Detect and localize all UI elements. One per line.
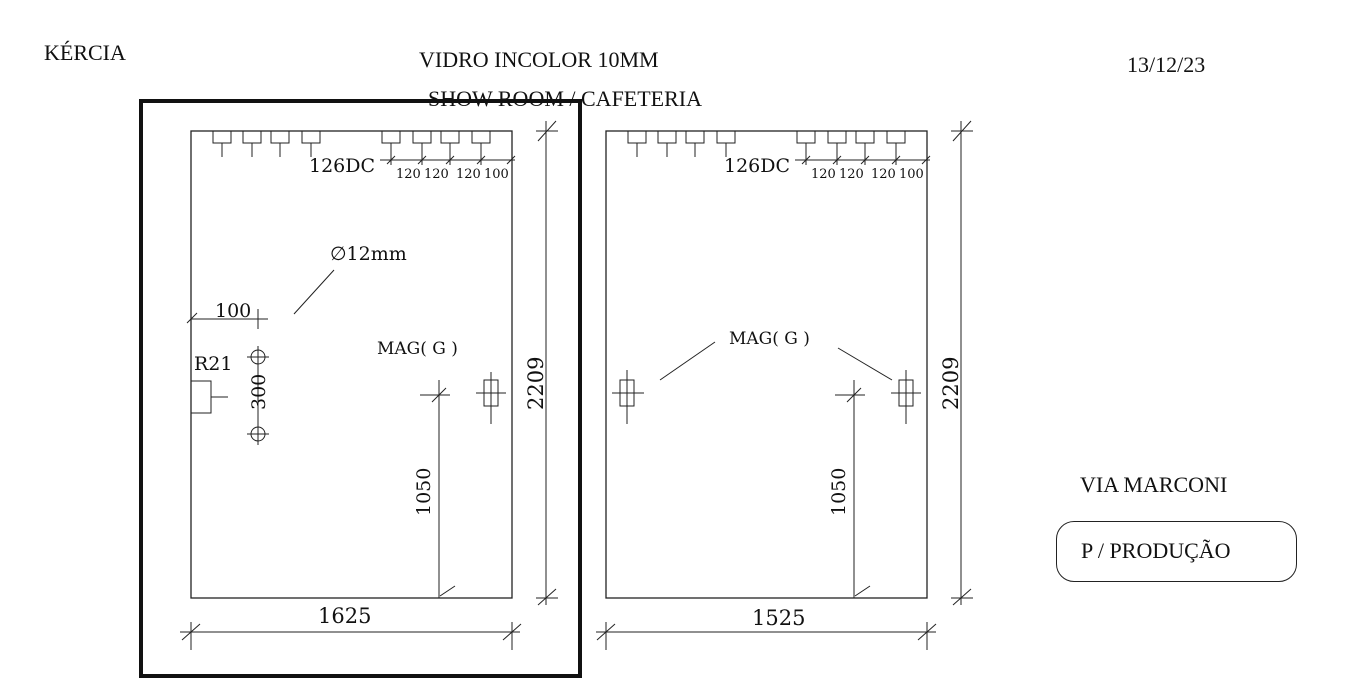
client-name: KÉRCIA [44,40,126,65]
spacing-ticks-right [801,155,931,165]
hole-label: ∅12mm [330,243,407,265]
highlight-frame [139,99,582,678]
hole-leader-line [293,269,335,315]
lock-label: R21 [194,353,232,375]
glass-spec: VIDRO INCOLOR 10MM [419,47,659,72]
street-label: VIA MARCONI [1080,472,1228,497]
spacing-label-right-2: 120 [839,167,864,182]
drawing-date: 13/12/23 [1127,52,1206,77]
height-label-right: 1050 [828,468,850,516]
spacing-label-right-4: 100 [899,167,924,182]
panel-left: 126DC 120 120 120 100 ∅12mm 100 300 R21 [180,120,558,650]
hinge-cutouts-right-b [796,131,906,165]
magnet-leader-right [837,347,893,381]
spacing-label-right-3: 120 [871,167,896,182]
height-label-left: 1050 [413,468,435,516]
hole-spacing-label: 300 [248,374,270,410]
magnet-mark-right-b [891,370,921,424]
hinge-label-right: 126DC [724,155,790,177]
spacing-label-left-4: 100 [484,167,509,182]
location-label: SHOW ROOM / CAFETERIA [428,86,703,111]
lock-notch [190,380,212,414]
magnet-label-left: MAG( G ) [377,339,458,359]
hinge-cutouts-right-a [627,131,736,157]
width-label-right: 1525 [752,606,805,630]
hole-mark-lower [247,423,269,445]
production-status-text: P / PRODUÇÃO [1081,538,1231,563]
hinge-cutouts-left-a [212,131,321,157]
spacing-label-left-3: 120 [456,167,481,182]
width-label-left: 1625 [318,604,371,628]
hole-mark-upper [247,346,269,368]
total-height-label-right: 2209 [939,357,963,410]
magnet-mark-left [476,372,506,424]
hinge-cutouts-left-b [381,131,491,165]
spacing-ticks-left [386,155,516,165]
magnet-leader-left [659,341,716,381]
magnet-label-right: MAG( G ) [729,329,810,349]
spacing-label-left-2: 120 [424,167,449,182]
spacing-label-left-1: 120 [396,167,421,182]
edge-offset-label: 100 [215,300,251,322]
magnet-mark-right-a [612,370,644,424]
hinge-label-left: 126DC [309,155,375,177]
panel-right-outline [605,130,928,599]
panel-right: 126DC 120 120 120 100 MAG( G ) 1050 2 [596,120,973,650]
production-status-badge: P / PRODUÇÃO [1056,521,1297,582]
panel-left-outline [190,130,513,599]
spacing-label-right-1: 120 [811,167,836,182]
total-height-label-left: 2209 [524,357,548,410]
